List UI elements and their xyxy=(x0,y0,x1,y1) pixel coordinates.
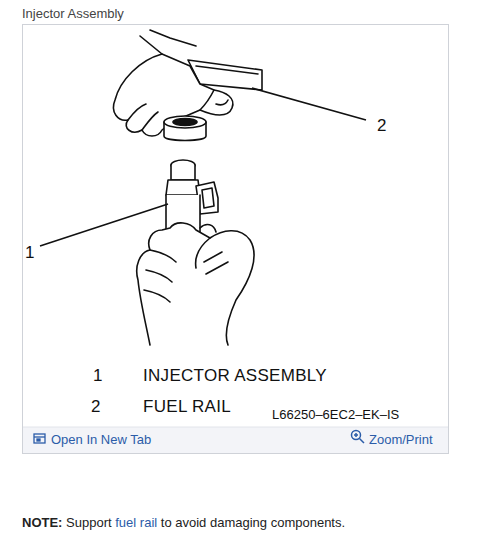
figure-toolbar xyxy=(23,427,448,453)
figure-frame xyxy=(23,25,449,454)
page-title: Injector Assembly xyxy=(22,7,124,20)
zoom-icon xyxy=(352,431,365,444)
open-tab-icon xyxy=(34,434,45,443)
cup-rim xyxy=(164,116,206,128)
note-line: NOTE: Supportfuel rail to avoid damaging c… xyxy=(22,515,349,530)
legend-number: 1 xyxy=(93,367,102,384)
legend-text: INJECTOR ASSEMBLY xyxy=(143,367,327,384)
thumbnail xyxy=(216,100,228,105)
connector-socket xyxy=(202,188,214,208)
lower-hand xyxy=(137,223,254,345)
legend-number: 2 xyxy=(91,398,100,415)
note-text: Support xyxy=(66,515,112,530)
lower-thumb xyxy=(196,225,228,274)
toolbar-rule xyxy=(23,427,448,428)
callout-number: 1 xyxy=(25,244,34,261)
upper-hand xyxy=(113,54,232,136)
cup-bore xyxy=(173,119,197,126)
lower-fingers xyxy=(144,250,176,302)
injector-collar xyxy=(166,180,200,195)
callout-number: 2 xyxy=(377,117,386,134)
upper-fingers xyxy=(128,90,214,130)
link-text: Open In New Tab xyxy=(51,433,151,446)
leader-line xyxy=(252,88,366,120)
fuel-rail-edge xyxy=(196,66,258,74)
link-text: Zoom/Print xyxy=(369,433,433,446)
legend-text: FUEL RAIL xyxy=(143,398,231,415)
note-label: NOTE: xyxy=(22,515,62,530)
injector-top xyxy=(171,165,195,180)
figure-code: L66250–6EC2–EK–IS xyxy=(272,408,399,421)
note-text: to avoid damaging components. xyxy=(161,515,345,530)
leader-line xyxy=(40,204,168,246)
upper-wrist xyxy=(140,30,196,54)
link-text: fuel rail xyxy=(115,515,157,530)
